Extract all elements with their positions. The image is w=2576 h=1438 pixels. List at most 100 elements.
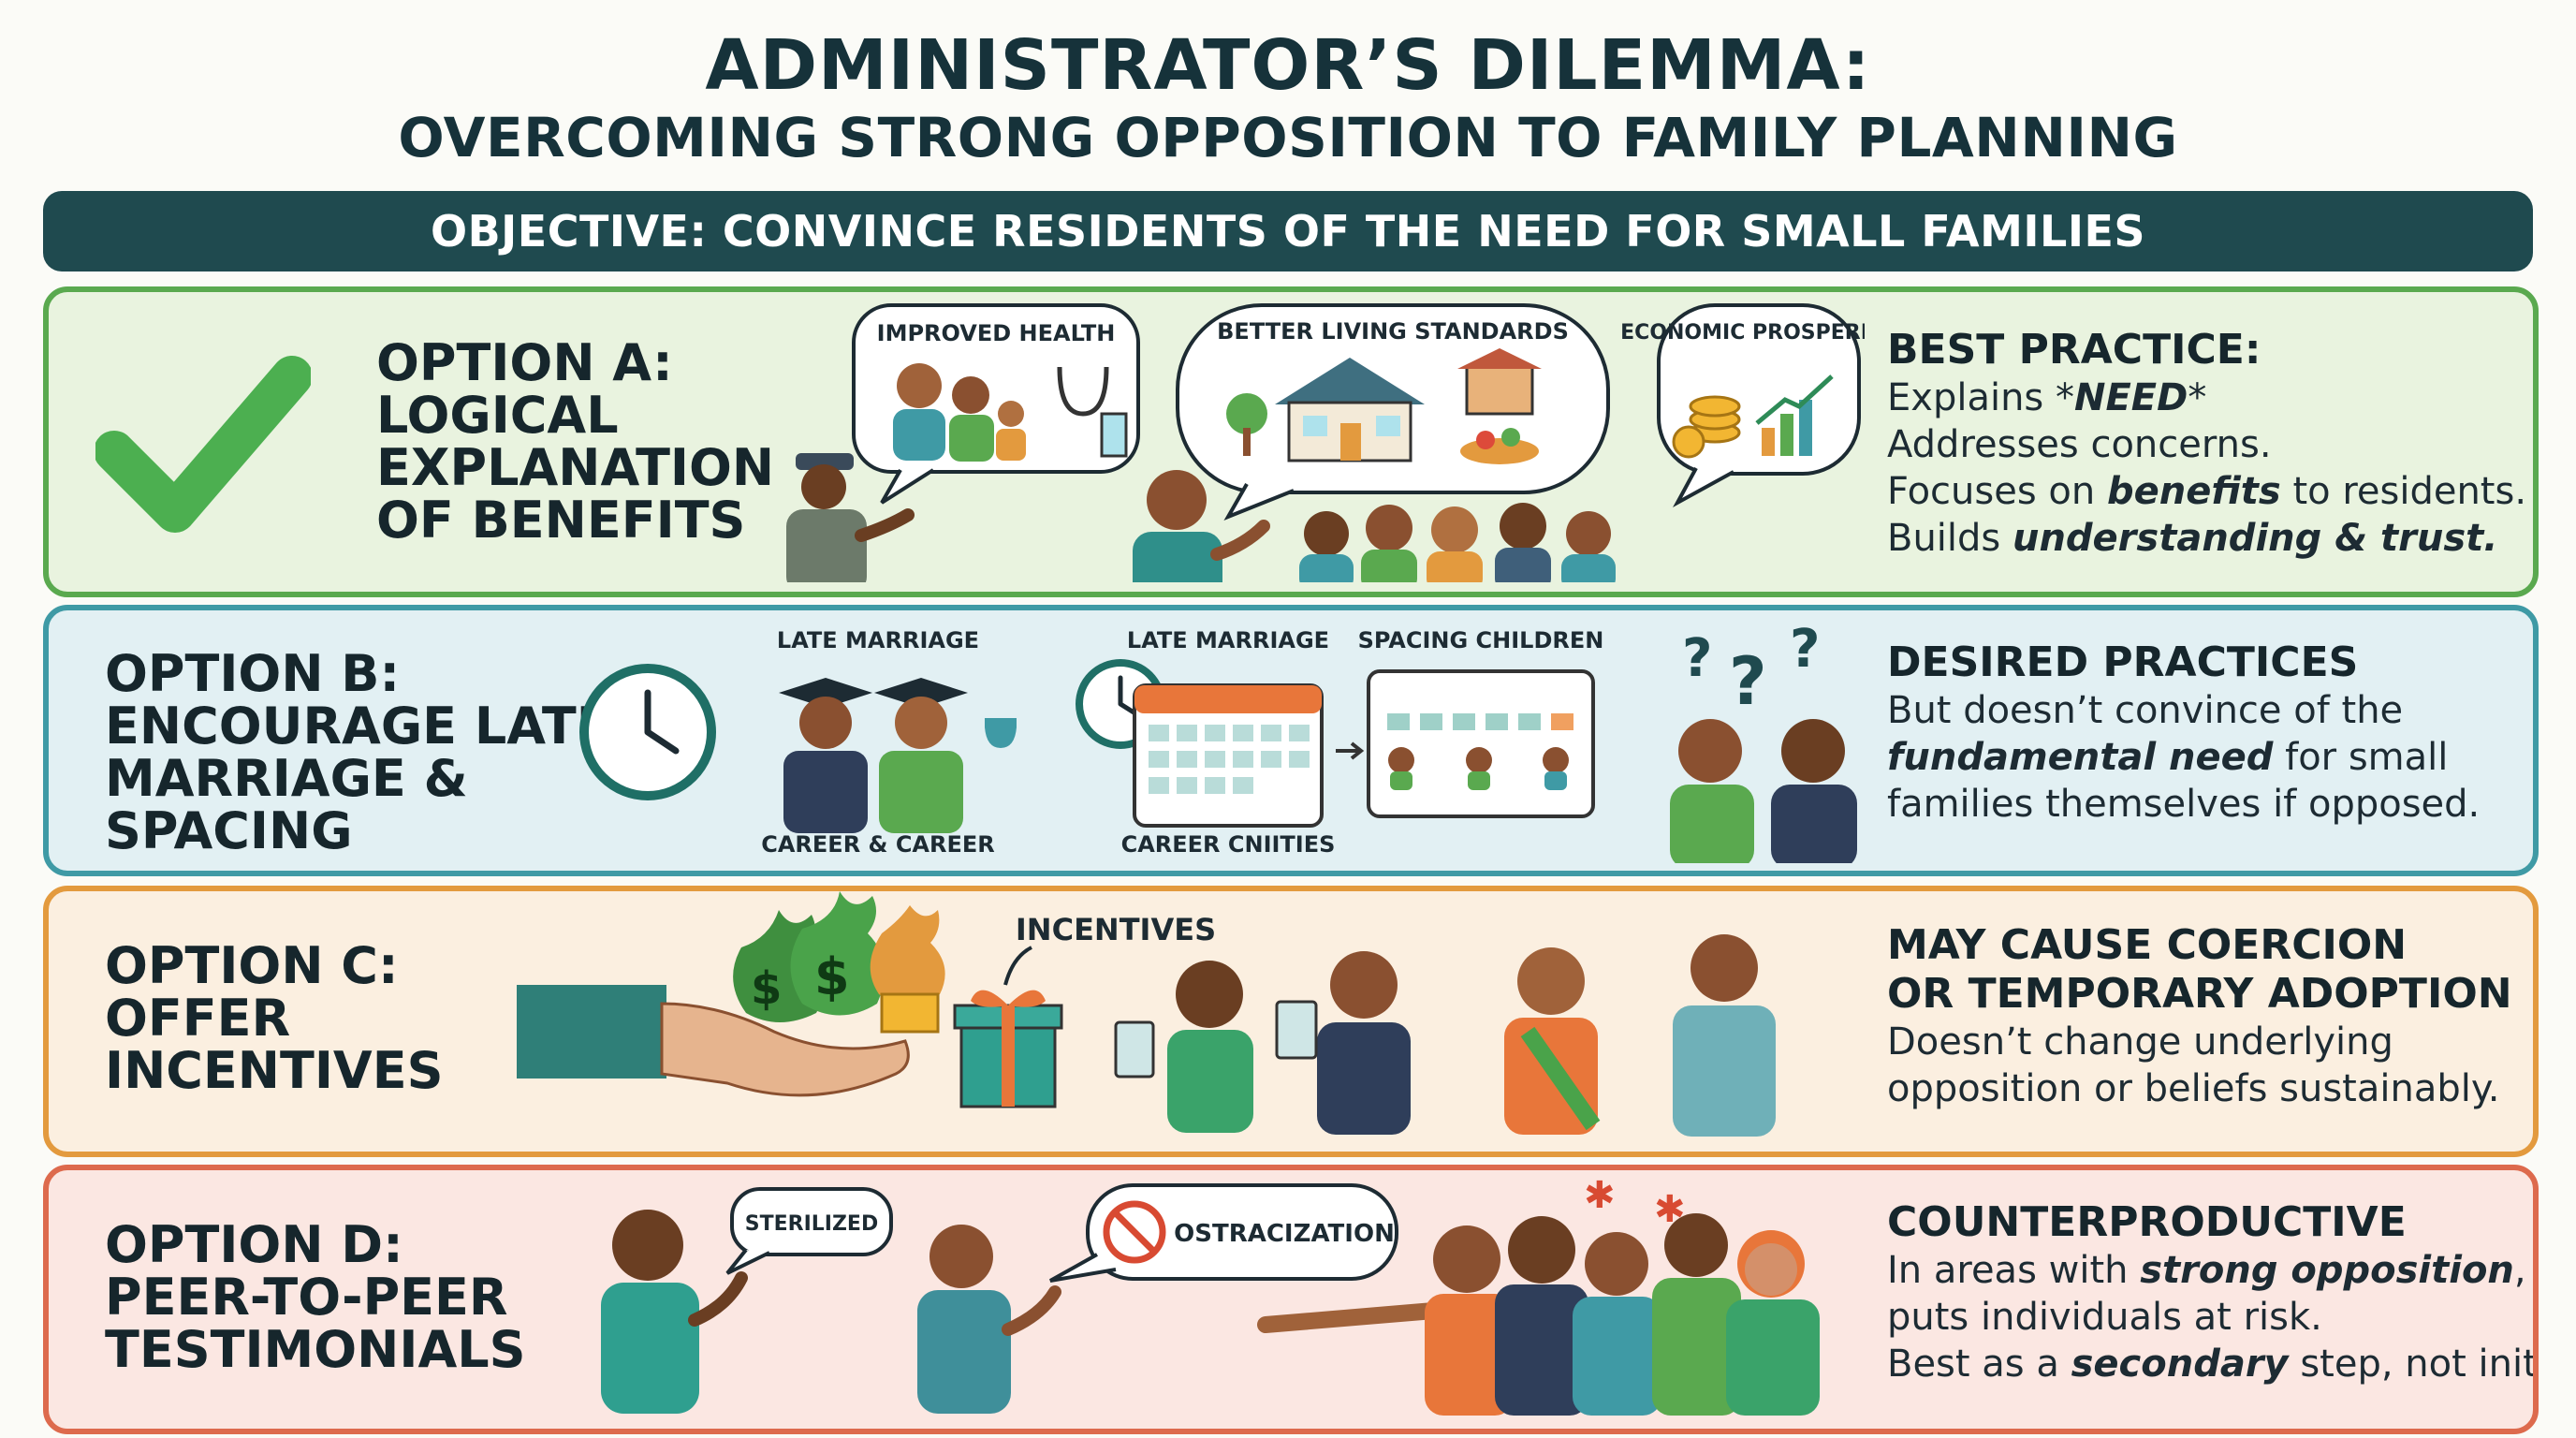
assessment-line: opposition or beliefs sustainably. — [1887, 1065, 2524, 1112]
residents-with-cash-figures — [1114, 934, 1776, 1137]
svg-text:✱: ✱ — [1584, 1174, 1616, 1217]
speaker-figure — [1133, 470, 1270, 582]
text-run: In areas with — [1887, 1249, 2141, 1292]
bubble-label: STERILIZED — [745, 1212, 878, 1236]
option-b-title: OPTION B: ENCOURAGE LATE MARRIAGE & SPAC… — [105, 648, 611, 858]
option-a-title-line: LOGICAL — [376, 386, 619, 445]
text-run: families themselves if opposed. — [1887, 783, 2481, 826]
emphasis-run: strong opposition — [2140, 1249, 2514, 1292]
assessment-line: puts individuals at risk. — [1887, 1294, 2524, 1341]
option-c-assessment: MAY CAUSE COERCION OR TEMPORARY ADOPTION… — [1887, 921, 2524, 1112]
clock-icon — [579, 664, 716, 800]
text-run: Addresses concerns. — [1887, 423, 2272, 466]
bubble-label: IMPROVED HEALTH — [877, 320, 1116, 346]
option-c-verdict-line: MAY CAUSE COERCION — [1887, 921, 2408, 969]
page-title: ADMINISTRATOR’S DILEMMA: OVERCOMING STRO… — [0, 26, 2576, 170]
assessment-line: Builds understanding & trust. — [1887, 515, 2524, 562]
option-c-verdict-line: OR TEMPORARY ADOPTION — [1887, 970, 2512, 1018]
option-d-assessment: COUNTERPRODUCTIVE In areas with strong o… — [1887, 1198, 2533, 1387]
option-d-title-line: OPTION D: — [105, 1215, 403, 1274]
option-c-illustration: $ $ INCENTIVES — [517, 891, 1776, 1137]
spacing-calendar-icon — [1367, 669, 1595, 818]
assessment-line: families themselves if opposed. — [1887, 781, 2524, 828]
assessment-line: Explains *NEED* — [1887, 374, 2524, 421]
calendar-icon — [1076, 659, 1324, 828]
option-a-title-line: EXPLANATION — [376, 438, 775, 497]
option-a-illustration: IMPROVED HEALTH BETTER LIVING STANDARDS — [786, 303, 1865, 582]
svg-text:✱: ✱ — [1654, 1188, 1686, 1231]
ostracization-speech-bubble: OSTRACIZATION — [1049, 1183, 1398, 1283]
option-d-title-line: TESTIMONIALS — [105, 1320, 526, 1379]
option-b-illustration: LATE MARRIAGE CAREER & CAREER LATE MARRI… — [579, 619, 1857, 863]
incentives-label: INCENTIVES — [1016, 912, 1216, 947]
option-d-title: OPTION D: PEER-TO-PEER TESTIMONIALS — [105, 1219, 526, 1376]
svg-text:$: $ — [751, 962, 782, 1015]
option-c-title-line: OPTION C: — [105, 936, 399, 995]
career-label: CAREER & CAREER — [761, 831, 995, 858]
svg-text:$: $ — [814, 947, 850, 1006]
hand-with-money-icon: $ $ — [517, 891, 945, 1097]
assessment-line: Doesn’t change underlying — [1887, 1019, 2524, 1065]
option-d-verdict: COUNTERPRODUCTIVE — [1887, 1198, 2407, 1246]
officer-figure — [786, 453, 915, 582]
svg-text:?: ? — [1729, 643, 1767, 720]
graduates-figures — [779, 678, 1017, 833]
option-d-illustration: STERILIZED OSTRACIZATION — [601, 1174, 1820, 1416]
assessment-line: Best as a secondary step, not initial. — [1887, 1341, 2533, 1387]
text-run: to residents. — [2280, 470, 2527, 513]
late-marriage-label-2: LATE MARRIAGE — [1127, 627, 1329, 653]
option-a-title-line: OF BENEFITS — [376, 491, 746, 550]
option-b-assessment: DESIRED PRACTICES But doesn’t convince o… — [1887, 638, 2524, 828]
angry-crowd-figures: ✱ ✱ — [1257, 1174, 1820, 1416]
option-d-title-line: PEER-TO-PEER — [105, 1268, 508, 1327]
option-b-title-line: ENCOURAGE LATE — [105, 697, 611, 756]
bubble-label: BETTER LIVING STANDARDS — [1217, 318, 1569, 345]
emphasis-run: NEED — [2073, 376, 2188, 419]
economic-prosperity-bubble: ECONOMIC PROSPERITY — [1620, 303, 1865, 508]
option-b-title-line: MARRIAGE & — [105, 749, 468, 808]
text-run: * — [2188, 376, 2207, 419]
late-marriage-label: LATE MARRIAGE — [777, 627, 979, 653]
gift-box-icon — [953, 990, 1063, 1108]
text-run: Doesn’t change underlying — [1887, 1020, 2393, 1064]
emphasis-run: fundamental need — [1887, 736, 2274, 779]
option-b-verdict: DESIRED PRACTICES — [1887, 638, 2359, 686]
assessment-line: Addresses concerns. — [1887, 421, 2524, 468]
sterilized-speech-bubble: STERILIZED — [725, 1187, 893, 1275]
option-a-title-line: OPTION A: — [376, 333, 673, 392]
arrow-icon — [1003, 946, 1032, 986]
text-run: puts individuals at risk. — [1887, 1296, 2322, 1339]
improved-health-bubble: IMPROVED HEALTH — [852, 303, 1140, 505]
text-run: Builds — [1887, 517, 2012, 560]
title-line-1: ADMINISTRATOR’S DILEMMA: — [705, 25, 1871, 106]
better-living-bubble: BETTER LIVING STANDARDS — [1176, 303, 1610, 521]
assessment-line: But doesn’t convince of the — [1887, 687, 2524, 734]
option-b-panel: OPTION B: ENCOURAGE LATE MARRIAGE & SPAC… — [43, 605, 2539, 876]
option-a-verdict: BEST PRACTICE: — [1887, 326, 2261, 374]
title-line-2: OVERCOMING STRONG OPPOSITION TO FAMILY P… — [398, 106, 2178, 169]
option-a-title: OPTION A: LOGICAL EXPLANATION OF BENEFIT… — [376, 337, 774, 547]
assessment-line: fundamental need for small — [1887, 734, 2524, 781]
option-d-panel: OPTION D: PEER-TO-PEER TESTIMONIALS STER… — [43, 1165, 2539, 1434]
option-c-title-line: INCENTIVES — [105, 1041, 444, 1100]
career-cniities-label: CAREER CNIITIES — [1121, 831, 1336, 858]
option-c-title: OPTION C: OFFER INCENTIVES — [105, 940, 444, 1097]
svg-text:?: ? — [1790, 619, 1820, 680]
emphasis-run: understanding & trust. — [2012, 517, 2498, 560]
objective-banner: OBJECTIVE: CONVINCE RESIDENTS OF THE NEE… — [43, 191, 2533, 271]
option-c-title-line: OFFER — [105, 989, 291, 1048]
check-mark-icon — [95, 356, 311, 533]
text-run: opposition or beliefs sustainably. — [1887, 1067, 2500, 1110]
option-b-title-line: SPACING — [105, 801, 353, 860]
text-run: step, not initial. — [2300, 1343, 2538, 1386]
text-run: But doesn’t convince of the — [1887, 689, 2404, 732]
testifying-women-figures — [601, 1210, 1061, 1414]
option-a-panel: OPTION A: LOGICAL EXPLANATION OF BENEFIT… — [43, 286, 2539, 597]
assessment-line: In areas with strong opposition, — [1887, 1247, 2526, 1294]
svg-text:?: ? — [1682, 628, 1712, 689]
option-b-title-line: OPTION B: — [105, 644, 401, 703]
text-run: Best as a — [1887, 1343, 2071, 1386]
text-run: for small — [2273, 736, 2449, 779]
assessment-line: Focuses on benefits to residents. — [1887, 468, 2527, 515]
text-run: , — [2513, 1249, 2526, 1292]
